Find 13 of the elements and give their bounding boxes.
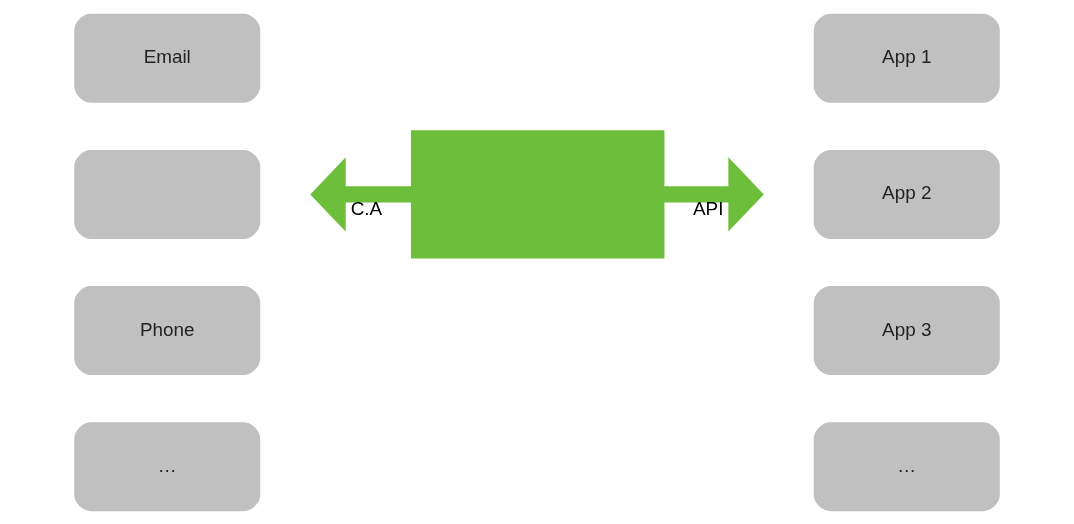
node-box: Email xyxy=(74,13,261,103)
edge-label: API xyxy=(693,197,724,219)
node-box xyxy=(74,149,261,239)
node-box: App 2 xyxy=(813,149,1000,239)
node-box: … xyxy=(74,421,261,511)
node-box: … xyxy=(813,421,1000,511)
node-box: App 1 xyxy=(813,13,1000,103)
node-box xyxy=(410,129,665,258)
node-box: App 3 xyxy=(813,285,1000,375)
arrow xyxy=(663,156,764,232)
edge-label: C.A xyxy=(350,197,383,219)
node-box: Phone xyxy=(74,285,261,375)
arrow xyxy=(310,156,412,232)
